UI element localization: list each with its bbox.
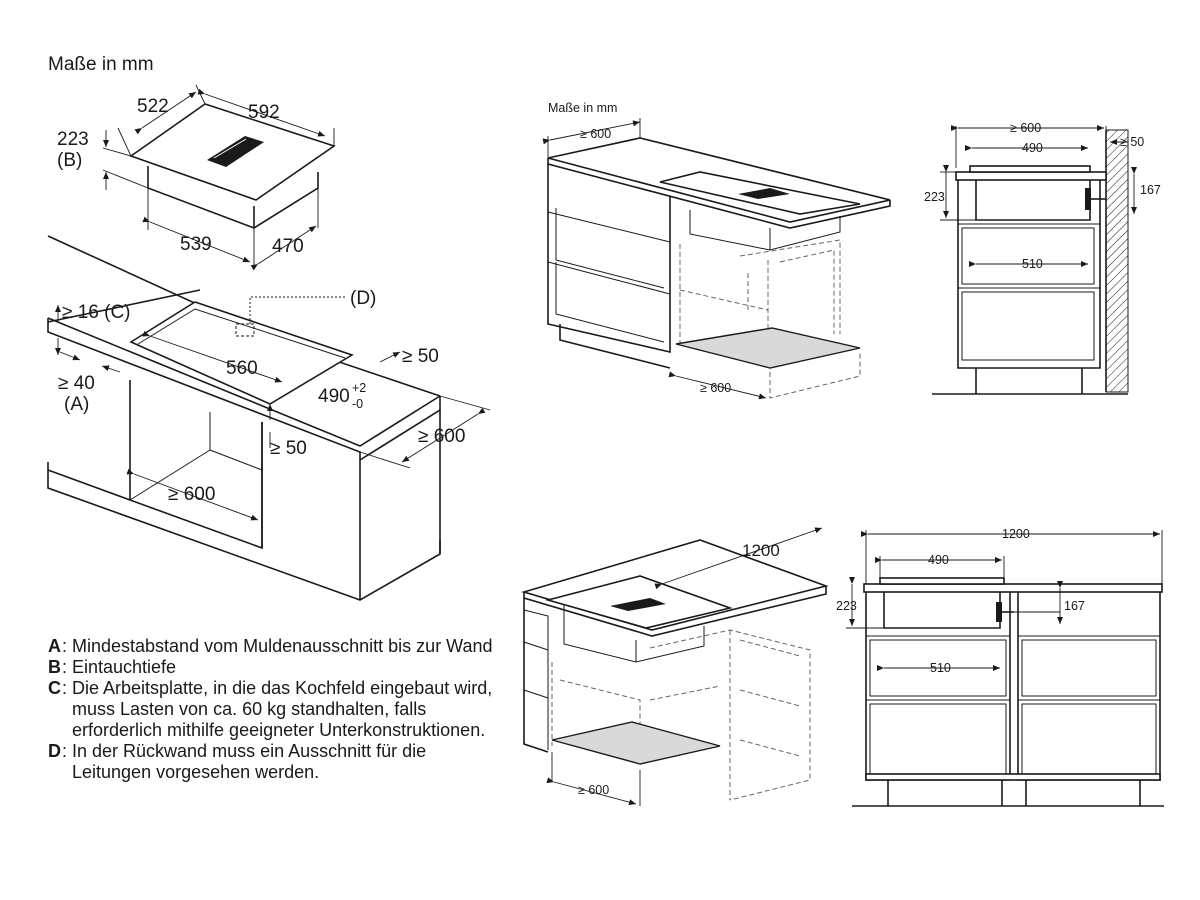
legend-item-d: D: In der Rückwand muss ein Ausschnitt f… (48, 741, 508, 783)
cutout-tol-up-label: +2 (352, 381, 366, 395)
s1-d-label: 167 (1140, 183, 1161, 197)
legend-key: B (48, 657, 61, 677)
wall-gap-a-label: (A) (64, 394, 89, 415)
cabinet-width-label: ≥ 600 (168, 484, 215, 505)
cutout-cabinet-isometric (47, 235, 491, 601)
legend-text: Die Arbeitsplatte, in die das Kochfeld e… (72, 678, 493, 740)
side-view-2 (846, 530, 1164, 807)
s1-wall-label: ≥ 50 (1120, 135, 1144, 149)
br-length-label: 1200 (742, 541, 780, 560)
kitchen-isometric-bottom (521, 527, 829, 806)
s1-hob-label: 490 (1022, 141, 1043, 155)
cabinet-depth-label: ≥ 600 (418, 426, 465, 447)
legend-key: A (48, 636, 61, 656)
s1-h-label: 223 (924, 190, 945, 204)
legend-text: In der Rückwand muss ein Ausschnitt für … (72, 741, 427, 782)
legend-key: D (48, 741, 61, 761)
s1-inner-label: 510 (1022, 257, 1043, 271)
s2-inner-label: 510 (930, 661, 951, 675)
cutout-tol-down-label: -0 (352, 397, 363, 411)
s2-hob-label: 490 (928, 553, 949, 567)
s2-d-label: 167 (1064, 599, 1085, 613)
legend-item-c: C: Die Arbeitsplatte, in die das Kochfel… (48, 678, 508, 741)
wall-gap-label: ≥ 40 (58, 373, 95, 394)
legend-text: Eintauchtiefe (72, 657, 177, 677)
tr-bottom-label: ≥ 600 (700, 381, 731, 395)
kitchen-isometric-top (542, 118, 891, 400)
s1-width-label: ≥ 600 (1010, 121, 1041, 135)
tr-top-label: ≥ 600 (580, 127, 611, 141)
worktop-thickness-label: ≥ 16 (C) (62, 302, 131, 323)
side-gap-label: ≥ 50 (270, 438, 307, 459)
hob-width-label: 592 (248, 102, 280, 123)
cutout-width-label: 560 (226, 358, 258, 379)
side-view-1 (932, 125, 1137, 395)
hob-immersion-b-label: (B) (57, 150, 82, 171)
rear-notch-label: (D) (350, 288, 376, 309)
hob-depth-label: 522 (137, 96, 169, 117)
s2-h-label: 223 (836, 599, 857, 613)
legend-text: Mindestabstand vom Muldenausschnitt bis … (72, 636, 493, 656)
legend: A: Mindestabstand vom Muldenausschnitt b… (48, 636, 508, 783)
hob-immersion-label: 223 (57, 129, 89, 150)
cutout-depth-label: 490 (318, 386, 350, 407)
legend-item-a: A: Mindestabstand vom Muldenausschnitt b… (48, 636, 508, 657)
legend-key: C (48, 678, 61, 698)
hob-body-width-label: 539 (180, 234, 212, 255)
legend-item-b: B: Eintauchtiefe (48, 657, 508, 678)
hob-body-depth-label: 470 (272, 236, 304, 257)
rear-gap-label: ≥ 50 (402, 346, 439, 367)
units-title-left: Maße in mm (48, 54, 154, 75)
s2-length-label: 1200 (1002, 527, 1030, 541)
br-bottom-label: ≥ 600 (578, 783, 609, 797)
hob-isometric (102, 84, 336, 271)
units-title-right: Maße in mm (548, 101, 617, 115)
